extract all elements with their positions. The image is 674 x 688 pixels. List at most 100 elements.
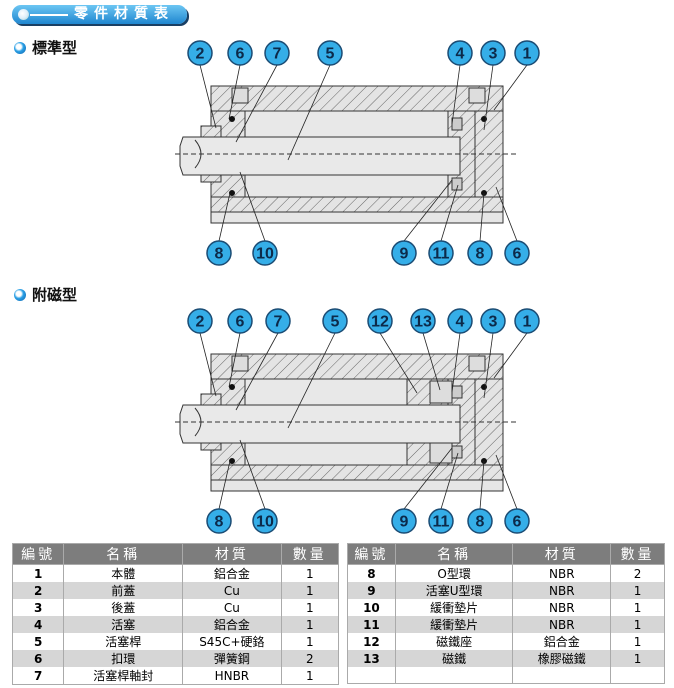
- leader-line: [199, 64, 217, 129]
- part-material: 鋁合金: [182, 616, 282, 633]
- part-number: 9: [347, 582, 396, 599]
- callout-bubble-11: 11: [428, 508, 454, 534]
- callout-number: 4: [456, 314, 465, 331]
- leader-line: [287, 332, 336, 429]
- callout-bubble-8: 8: [467, 240, 493, 266]
- o-ring: [229, 458, 235, 464]
- callout-circle: [480, 308, 506, 334]
- leader-line: [239, 171, 266, 242]
- callout-circle: [252, 240, 278, 266]
- callout-circle: [504, 240, 530, 266]
- callout-circle: [391, 240, 417, 266]
- callout-bubble-7: 7: [265, 308, 291, 334]
- o-ring: [229, 384, 235, 390]
- callout-bubble-10: 10: [252, 240, 278, 266]
- body-bottom-wall: [210, 196, 504, 213]
- bullet-icon: [14, 41, 26, 54]
- table-row: [347, 667, 665, 684]
- callout-bubble-1: 1: [514, 308, 540, 334]
- part-name: 前蓋: [63, 582, 184, 599]
- section-title: 附磁型: [32, 286, 78, 304]
- leader-line: [440, 184, 459, 242]
- part-material: Cu: [182, 582, 282, 599]
- part-material: NBR: [512, 616, 612, 633]
- header-name: 名稱: [394, 543, 514, 565]
- part-name: 活塞桿: [63, 633, 184, 650]
- part-material: 鋁合金: [512, 633, 612, 650]
- part-name: 後蓋: [63, 599, 184, 616]
- callout-bubble-8: 8: [467, 508, 493, 534]
- part-quantity: 1: [280, 633, 340, 650]
- leader-line: [235, 64, 278, 143]
- port: [468, 87, 486, 104]
- part-quantity: 2: [280, 650, 340, 667]
- callout-circle: [367, 308, 393, 334]
- callout-bubble-6: 6: [504, 508, 530, 534]
- page-title: 零件材質表: [74, 6, 174, 22]
- callout-bubble-9: 9: [391, 240, 417, 266]
- callout-circle: [467, 508, 493, 534]
- o-ring: [229, 190, 235, 196]
- bullet-icon: [18, 9, 29, 20]
- leader-line: [479, 192, 485, 242]
- callout-number: 7: [273, 46, 282, 63]
- part-number: 4: [11, 616, 65, 633]
- leader-line: [403, 447, 453, 510]
- u-seal: [451, 385, 463, 399]
- callout-circle: [322, 308, 348, 334]
- part-quantity: 1: [610, 582, 665, 599]
- callout-circle: [187, 40, 213, 66]
- callout-bubble-6: 6: [227, 40, 253, 66]
- part-number: 11: [347, 616, 396, 633]
- leader-line: [440, 452, 459, 510]
- callout-number: 10: [256, 514, 274, 531]
- part-number: 10: [347, 599, 396, 616]
- callout-number: 7: [274, 314, 283, 331]
- part-material: NBR: [512, 564, 612, 582]
- part-material: 鋁合金: [182, 564, 282, 582]
- leader-line: [483, 64, 494, 131]
- callout-circle: [428, 508, 454, 534]
- callout-bubble-5: 5: [322, 308, 348, 334]
- part-quantity: 1: [280, 564, 340, 582]
- callout-circle: [447, 308, 473, 334]
- callout-bubble-4: 4: [447, 40, 473, 66]
- leader-line: [493, 332, 528, 379]
- port: [231, 87, 249, 104]
- callout-circle: [410, 308, 436, 334]
- piston-rod: [179, 136, 461, 176]
- part-quantity: [610, 667, 665, 684]
- callout-number: 2: [196, 314, 205, 331]
- u-seal: [451, 445, 463, 459]
- callout-bubble-2: 2: [187, 308, 213, 334]
- o-ring: [229, 116, 235, 122]
- part-number: 2: [11, 582, 65, 599]
- piston-rod: [179, 404, 461, 444]
- leader-line: [451, 64, 461, 125]
- part-number: 5: [11, 633, 65, 650]
- leader-line: [403, 179, 453, 242]
- u-seal: [451, 117, 463, 131]
- leader-line: [287, 64, 331, 161]
- callout-bubble-7: 7: [264, 40, 290, 66]
- part-name: O型環: [394, 564, 514, 582]
- callout-bubble-2: 2: [187, 40, 213, 66]
- callout-bubble-6: 6: [227, 308, 253, 334]
- callout-number: 8: [215, 246, 224, 263]
- callout-number: 12: [371, 314, 389, 331]
- callout-bubble-5: 5: [317, 40, 343, 66]
- part-material: Cu: [182, 599, 282, 616]
- part-quantity: 1: [280, 616, 340, 633]
- callout-circle: [428, 240, 454, 266]
- callout-circle: [467, 240, 493, 266]
- callout-circle: [227, 40, 253, 66]
- callout-bubble-8: 8: [206, 508, 232, 534]
- callout-circle: [206, 240, 232, 266]
